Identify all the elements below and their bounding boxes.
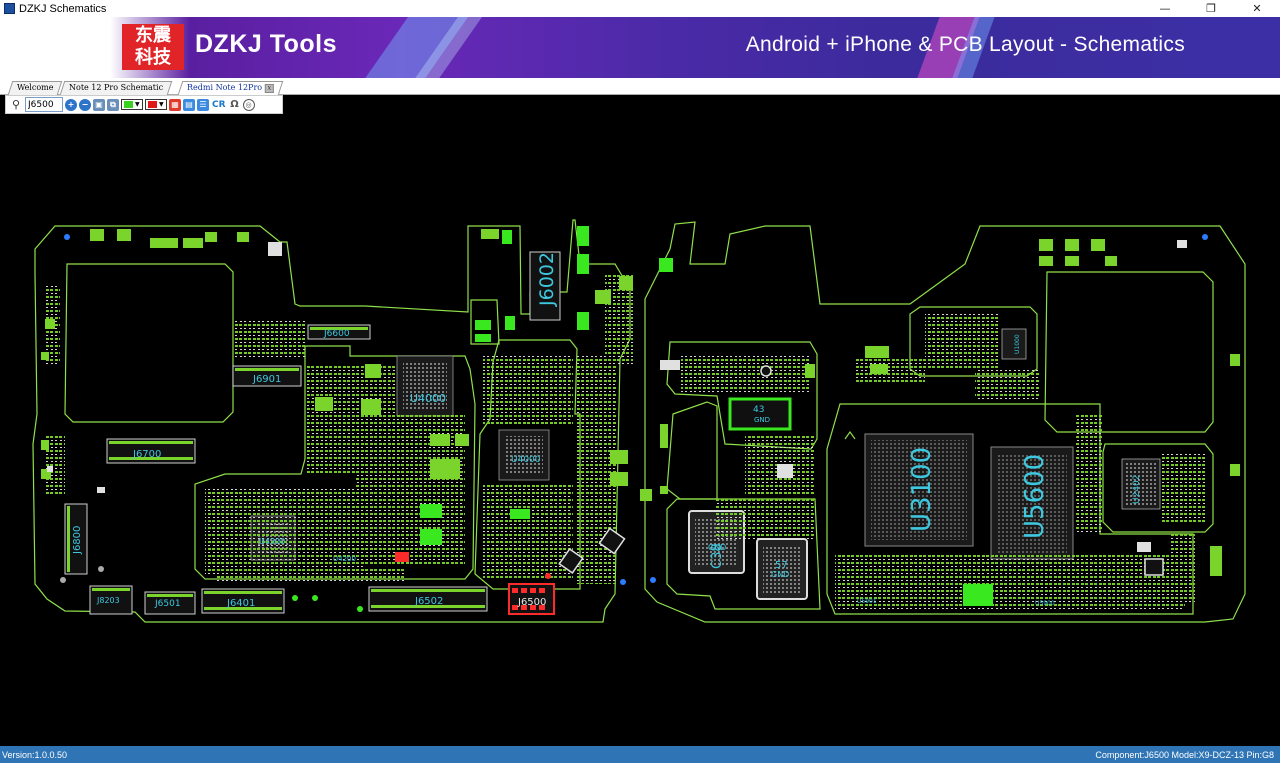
label-j6800[interactable]: J6800 xyxy=(72,526,83,555)
label-j6600[interactable]: J6600 xyxy=(323,329,350,339)
search-icon: ⚲ xyxy=(11,98,21,111)
cr-button[interactable]: CR xyxy=(212,99,226,110)
label-u5600[interactable]: U5600 xyxy=(1020,454,1050,539)
label-j8203[interactable]: J8203 xyxy=(96,596,120,605)
label-c57[interactable]: 57 xyxy=(775,560,788,571)
color-picker-red[interactable]: ▼ xyxy=(145,99,167,110)
ohm-icon[interactable]: Ω xyxy=(230,99,239,110)
color-picker-green[interactable]: ▼ xyxy=(121,99,143,110)
label-u5901[interactable]: U5901 xyxy=(857,598,877,605)
pcb-layout-svg[interactable]: J6002 J6600 J6901 J6700 J6800 J8203 J650… xyxy=(5,114,1275,746)
zoom-out-icon[interactable]: − xyxy=(79,98,91,111)
pcb-board-canvas[interactable]: J6002 J6600 J6901 J6700 J6800 J8203 J650… xyxy=(5,114,1275,746)
label-j6002[interactable]: J6002 xyxy=(536,252,558,307)
window-titlebar: DZKJ Schematics — ❐ ✕ xyxy=(0,0,1280,17)
tab-note12pro-schematic[interactable]: Note 12 Pro Schematic xyxy=(59,81,173,95)
label-u4300[interactable]: U4300 xyxy=(259,537,285,546)
label-j6500[interactable]: J6500 xyxy=(517,597,546,608)
restore-button[interactable]: ❐ xyxy=(1206,2,1216,15)
label-gnd1[interactable]: GND xyxy=(754,416,770,424)
tab-welcome[interactable]: Welcome xyxy=(7,81,63,95)
label-j6502[interactable]: J6502 xyxy=(414,596,443,607)
label-u3100[interactable]: U3100 xyxy=(907,447,937,532)
dzkj-logo: 东震 科技 xyxy=(122,24,184,70)
settings-icon[interactable]: ◎ xyxy=(242,98,255,111)
app-icon xyxy=(4,3,15,14)
close-button[interactable]: ✕ xyxy=(1252,2,1262,15)
label-j6901[interactable]: J6901 xyxy=(252,374,281,385)
window-title: DZKJ Schematics xyxy=(19,2,107,15)
pcb-toolbar: ⚲ + − ▣ ⧉ ▼ ▼ ▦ ▤ ☰ CR Ω ◎ xyxy=(5,95,283,114)
document-tabs: Welcome Note 12 Pro Schematic Redmi Note… xyxy=(0,78,1280,95)
layer-bottom-icon[interactable]: ▤ xyxy=(183,98,195,111)
label-u1000[interactable]: U1000 xyxy=(1014,334,1021,354)
brand-name: DZKJ Tools xyxy=(195,30,338,58)
minimize-button[interactable]: — xyxy=(1159,2,1171,15)
label-u5900[interactable]: U5900 xyxy=(1035,600,1055,607)
component-info: Component:J6500 Model:X9-DCZ-13 Pin:G8 xyxy=(1095,749,1274,760)
fit-view-icon[interactable]: ▣ xyxy=(93,98,105,111)
version-text: Version:1.0.0.50 xyxy=(2,749,68,760)
logo-text-bottom: 科技 xyxy=(135,47,171,68)
status-bar: Version:1.0.0.50 Component:J6500 Model:X… xyxy=(0,746,1280,763)
label-c38[interactable]: C38 xyxy=(710,543,725,569)
label-u4000a[interactable]: U4000 xyxy=(410,392,446,405)
label-u4000b[interactable]: U4000 xyxy=(511,455,541,465)
label-j6401[interactable]: J6401 xyxy=(226,598,255,609)
layer-top-icon[interactable]: ▦ xyxy=(169,98,181,111)
label-u43[interactable]: 43 xyxy=(753,405,764,415)
label-j6501[interactable]: J6501 xyxy=(154,599,181,609)
label-gnd2[interactable]: GND xyxy=(708,543,726,552)
label-j6700[interactable]: J6700 xyxy=(132,449,161,460)
component-search-input[interactable] xyxy=(25,97,63,112)
app-banner: 东震 科技 DZKJ Tools Android + iPhone & PCB … xyxy=(0,17,1280,78)
label-u2402[interactable]: U2402 xyxy=(1132,475,1142,505)
net-list-icon[interactable]: ☰ xyxy=(197,98,209,111)
logo-text-top: 东震 xyxy=(135,25,171,46)
label-u4200[interactable]: U4200 xyxy=(333,555,356,563)
banner-tagline: Android + iPhone & PCB Layout - Schemati… xyxy=(745,33,1185,56)
flip-board-icon[interactable]: ⧉ xyxy=(107,98,119,111)
label-gnd3[interactable]: GND xyxy=(771,570,789,579)
tab-close-icon[interactable]: x xyxy=(264,84,274,93)
zoom-in-icon[interactable]: + xyxy=(65,98,77,111)
